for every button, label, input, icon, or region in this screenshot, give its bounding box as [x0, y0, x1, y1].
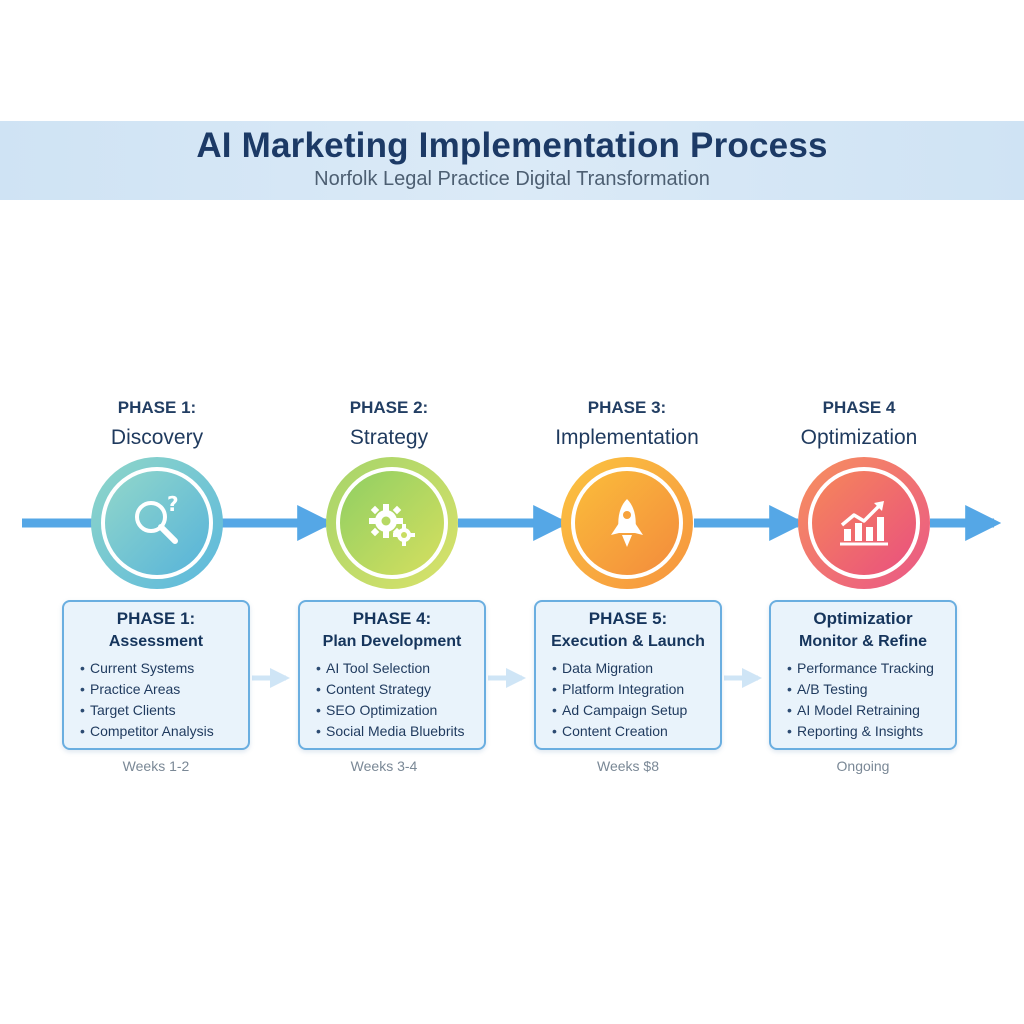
phase-2-card-subtitle: Plan Development [322, 633, 462, 650]
list-item: Current Systems [80, 658, 214, 679]
phase-1-card: PHASE 1: Assessment Current Systems Prac… [62, 600, 250, 750]
list-item: Platform Integration [552, 679, 687, 700]
page-subtitle: Norfolk Legal Practice Digital Transform… [314, 168, 710, 190]
gears-icon [369, 504, 415, 546]
phase-3-header: PHASE 3: Implementation [512, 396, 742, 452]
list-item: AI Model Retraining [787, 700, 934, 721]
phase-1-duration: Weeks 1-2 [122, 758, 190, 774]
list-item: Performance Tracking [787, 658, 934, 679]
phase-1-name: Discovery [110, 426, 204, 449]
rocket-icon [611, 499, 643, 547]
phase-1-card-subtitle: Assessment [108, 633, 204, 650]
phase-3-card: PHASE 5: Execution & Launch Data Migrati… [534, 600, 722, 750]
list-item: Reporting & Insights [787, 721, 934, 742]
list-item: A/B Testing [787, 679, 934, 700]
growth-chart-icon [840, 501, 888, 546]
list-item: SEO Optimization [316, 700, 465, 721]
phase-3-card-title: PHASE 5: [588, 609, 668, 628]
page-title: AI Marketing Implementation Process [196, 126, 828, 165]
list-item: Competitor Analysis [80, 721, 214, 742]
list-item: Content Creation [552, 721, 687, 742]
phase-2-card-title: PHASE 4: [352, 609, 432, 628]
phase-3-name: Implementation [555, 426, 699, 449]
phase-1-header: PHASE 1: Discovery [42, 396, 272, 452]
list-item: Ad Campaign Setup [552, 700, 687, 721]
phase-1-circle: ? [91, 457, 223, 589]
phase-2-card: PHASE 4: Plan Development AI Tool Select… [298, 600, 486, 750]
phase-4-card-title: Optimizatior [813, 609, 913, 628]
phase-3-number: PHASE 3: [587, 398, 667, 417]
phase-4-number: PHASE 4 [822, 398, 896, 417]
list-item: Social Media Bluebrits [316, 721, 465, 742]
phase-4-duration: Ongoing [836, 758, 890, 774]
phase-2-task-list: AI Tool Selection Content Strategy SEO O… [316, 658, 465, 742]
phase-2-number: PHASE 2: [349, 398, 429, 417]
phase-3-duration: Weeks $8 [597, 758, 659, 774]
phase-4-name: Optimization [800, 426, 918, 449]
list-item: Content Strategy [316, 679, 465, 700]
list-item: Target Clients [80, 700, 214, 721]
phase-3-circle [561, 457, 693, 589]
phase-4-circle [798, 457, 930, 589]
list-item: Data Migration [552, 658, 687, 679]
phase-4-card-subtitle: Monitor & Refine [799, 633, 927, 650]
phase-3-task-list: Data Migration Platform Integration Ad C… [552, 658, 687, 742]
phase-4-task-list: Performance Tracking A/B Testing AI Mode… [787, 658, 934, 742]
list-item: Practice Areas [80, 679, 214, 700]
phase-2-name: Strategy [349, 426, 429, 449]
phase-4-card: Optimizatior Monitor & Refine Performanc… [769, 600, 957, 750]
phase-2-header: PHASE 2: Strategy [274, 396, 504, 452]
phase-3-card-subtitle: Execution & Launch [551, 633, 705, 650]
phase-2-circle [326, 457, 458, 589]
svg-text:?: ? [167, 493, 179, 516]
list-item: AI Tool Selection [316, 658, 465, 679]
magnifier-question-icon: ? [135, 493, 179, 544]
phase-1-card-title: PHASE 1: [116, 609, 196, 628]
title-banner [0, 121, 1024, 200]
phase-1-task-list: Current Systems Practice Areas Target Cl… [80, 658, 214, 742]
phase-1-number: PHASE 1: [117, 398, 197, 417]
phase-4-header: PHASE 4 Optimization [744, 396, 974, 452]
phase-2-duration: Weeks 3-4 [350, 758, 418, 774]
